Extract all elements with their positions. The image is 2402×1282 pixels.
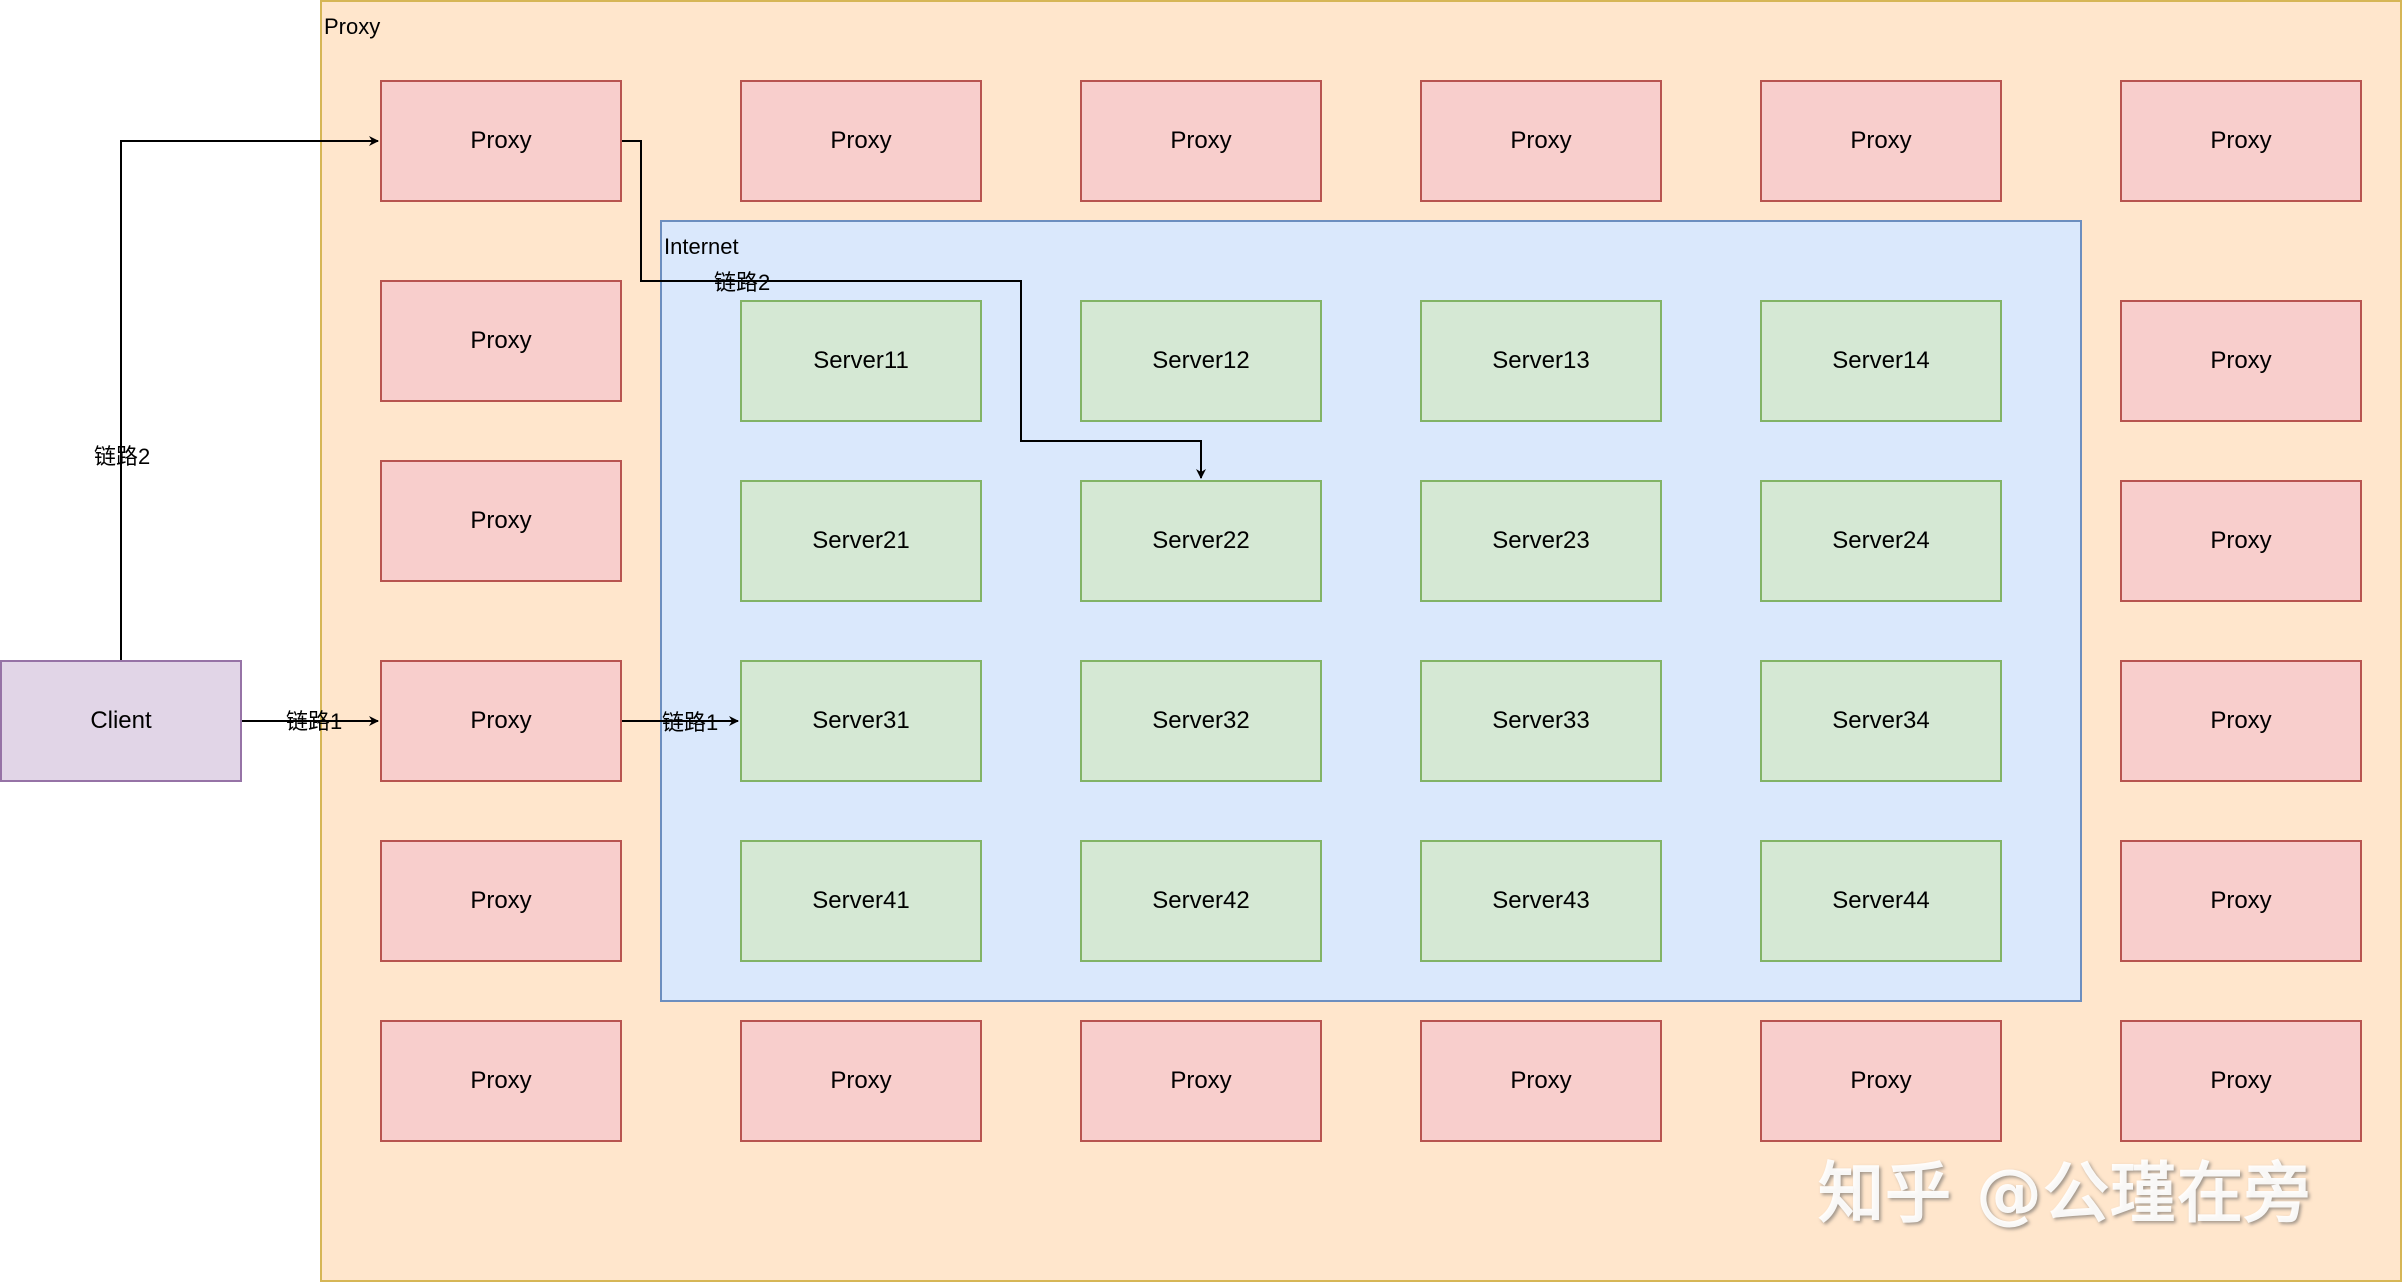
server-node-22[interactable]: Server22 — [1080, 480, 1322, 602]
proxy-node-left-5[interactable]: Proxy — [380, 840, 622, 962]
proxy-node-top-1[interactable]: Proxy — [380, 80, 622, 202]
proxy-node-left-3[interactable]: Proxy — [380, 460, 622, 582]
server-node-32[interactable]: Server32 — [1080, 660, 1322, 782]
proxy-node-bottom-5[interactable]: Proxy — [1760, 1020, 2002, 1142]
proxy-node-top-5[interactable]: Proxy — [1760, 80, 2002, 202]
edge-label-link1-client: 链路1 — [286, 709, 343, 734]
proxy-node-left-2[interactable]: Proxy — [380, 280, 622, 402]
proxy-region-label: Proxy — [324, 14, 381, 39]
proxy-node-right-4[interactable]: Proxy — [2120, 660, 2362, 782]
server-node-12[interactable]: Server12 — [1080, 300, 1322, 422]
proxy-node-bottom-1[interactable]: Proxy — [380, 1020, 622, 1142]
edge-label-link2-client: 链路2 — [94, 444, 151, 469]
proxy-node-left-4[interactable]: Proxy — [380, 660, 622, 782]
proxy-node-top-4[interactable]: Proxy — [1420, 80, 1662, 202]
server-node-42[interactable]: Server42 — [1080, 840, 1322, 962]
zhihu-watermark: 知乎 @公瑾在旁 — [1818, 1155, 2311, 1232]
server-node-34[interactable]: Server34 — [1760, 660, 2002, 782]
edge-label-link2-proxy: 链路2 — [714, 270, 771, 295]
client-node[interactable]: Client — [0, 660, 242, 782]
proxy-node-top-3[interactable]: Proxy — [1080, 80, 1322, 202]
server-node-13[interactable]: Server13 — [1420, 300, 1662, 422]
server-node-44[interactable]: Server44 — [1760, 840, 2002, 962]
proxy-node-right-5[interactable]: Proxy — [2120, 840, 2362, 962]
server-node-21[interactable]: Server21 — [740, 480, 982, 602]
server-node-33[interactable]: Server33 — [1420, 660, 1662, 782]
proxy-node-bottom-6[interactable]: Proxy — [2120, 1020, 2362, 1142]
server-node-41[interactable]: Server41 — [740, 840, 982, 962]
server-node-24[interactable]: Server24 — [1760, 480, 2002, 602]
server-node-23[interactable]: Server23 — [1420, 480, 1662, 602]
server-node-31[interactable]: Server31 — [740, 660, 982, 782]
internet-region-label: Internet — [664, 234, 739, 259]
proxy-node-top-6[interactable]: Proxy — [2120, 80, 2362, 202]
server-node-43[interactable]: Server43 — [1420, 840, 1662, 962]
proxy-node-top-2[interactable]: Proxy — [740, 80, 982, 202]
proxy-node-right-3[interactable]: Proxy — [2120, 480, 2362, 602]
proxy-node-right-2[interactable]: Proxy — [2120, 300, 2362, 422]
edge-label-link1-proxy: 链路1 — [662, 710, 719, 735]
proxy-node-bottom-2[interactable]: Proxy — [740, 1020, 982, 1142]
proxy-node-bottom-3[interactable]: Proxy — [1080, 1020, 1322, 1142]
server-node-11[interactable]: Server11 — [740, 300, 982, 422]
server-node-14[interactable]: Server14 — [1760, 300, 2002, 422]
proxy-node-bottom-4[interactable]: Proxy — [1420, 1020, 1662, 1142]
